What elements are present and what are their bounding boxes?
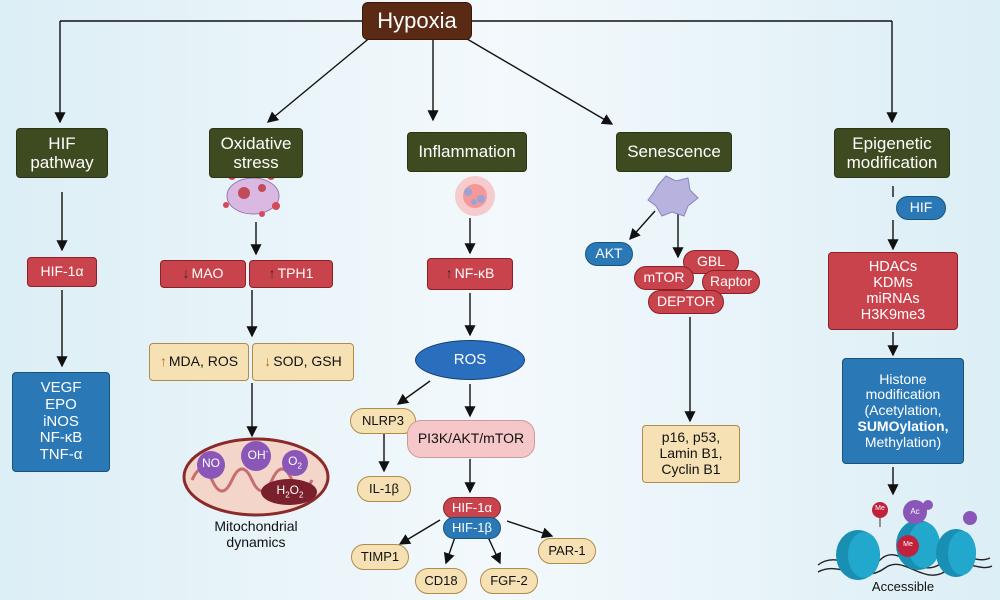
hypoxia-root: Hypoxia xyxy=(362,2,472,40)
inflammation-glow-icon xyxy=(455,176,495,216)
pi3k-akt-mtor-box: PI3K/AKT/mTOR xyxy=(407,420,535,458)
mao-box: ↓MAO xyxy=(160,260,246,288)
histone-modification-text: Histone modification (Acetylation, xyxy=(864,370,942,419)
sumoylation-text: SUMOylation, xyxy=(857,417,949,434)
il1b-box: IL-1β xyxy=(357,476,411,502)
senescence-markers-box: p16, p53, Lamin B1, Cyclin B1 xyxy=(642,425,740,483)
category-senescence: Senescence xyxy=(616,132,732,172)
me-mark-label: Me xyxy=(875,505,885,512)
arrow-up-icon: ↑ xyxy=(268,265,276,282)
chromatin-icon xyxy=(817,500,993,580)
mao-label: MAO xyxy=(191,265,224,282)
accessible-label: Accessible xyxy=(871,579,935,594)
histone-modification-box: Histone modification (Acetylation, SUMOy… xyxy=(842,358,964,464)
category-oxidative-stress: Oxidative stress xyxy=(209,128,303,178)
mito-o2-label: O2 xyxy=(288,454,302,471)
mito-h2o2-label: H2O2 xyxy=(276,483,304,500)
par1-box: PAR-1 xyxy=(538,538,596,564)
timp1-box: TIMP1 xyxy=(351,544,409,570)
me-mark-label-2: Me xyxy=(903,541,913,548)
mda-ros-label: MDA, ROS xyxy=(168,353,239,370)
nfkb-label: NF-κB xyxy=(454,265,495,282)
hif1a-box: HIF-1α xyxy=(27,257,97,287)
ros-ellipse: ROS xyxy=(415,340,525,380)
category-epigenetic-modification: Epigenetic modification xyxy=(834,128,950,178)
epigenetic-regulators-box: HDACs KDMs miRNAs H3K9me3 xyxy=(828,252,958,330)
ac-mark-label: Ac xyxy=(910,507,920,516)
arrow-up-icon: ↑ xyxy=(445,265,453,282)
senescent-cell-icon xyxy=(647,175,699,217)
hif1a-inflammation-box: HIF-1α xyxy=(443,497,501,519)
mitochondrion-icon xyxy=(182,437,330,517)
category-inflammation: Inflammation xyxy=(407,132,527,172)
nlrp3-box: NLRP3 xyxy=(350,408,416,434)
category-hif-pathway: HIF pathway xyxy=(16,128,108,178)
arrow-down-icon: ↓ xyxy=(264,353,272,370)
mito-no-label: NO xyxy=(202,456,220,470)
sod-gsh-label: SOD, GSH xyxy=(273,353,342,370)
hif1b-box: HIF-1β xyxy=(443,517,501,539)
deptor-box: DEPTOR xyxy=(648,290,724,314)
mito-oh-label: OH- xyxy=(247,447,269,462)
stressed-cell-icon xyxy=(223,172,280,217)
fgf2-box: FGF-2 xyxy=(480,568,538,594)
arrow-up-icon: ↑ xyxy=(159,353,167,370)
mda-ros-box: ↑MDA, ROS xyxy=(149,343,249,381)
sod-gsh-box: ↓SOD, GSH xyxy=(252,343,354,381)
hif-epigenetic-box: HIF xyxy=(896,196,946,220)
akt-box: AKT xyxy=(585,242,633,266)
nfkb-box: ↑NF-κB xyxy=(427,258,513,290)
tph1-label: TPH1 xyxy=(277,265,314,282)
cd18-box: CD18 xyxy=(415,568,467,594)
methylation-text: Methylation) xyxy=(864,433,942,450)
hif-targets-box: VEGF EPO iNOS NF-κB TNF-α xyxy=(12,372,110,472)
tph1-box: ↑TPH1 xyxy=(249,260,333,288)
arrow-down-icon: ↓ xyxy=(182,265,190,282)
mtor-box: mTOR xyxy=(634,266,694,290)
mitochondrial-dynamics-label: Mitochondrial dynamics xyxy=(214,518,298,551)
